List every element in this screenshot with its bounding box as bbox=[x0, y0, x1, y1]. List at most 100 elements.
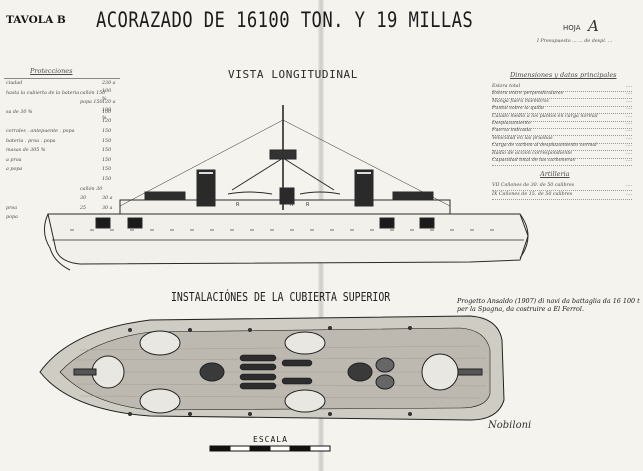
dimensiones-row: Carga de carbon al desplazamiento normal… bbox=[492, 142, 632, 152]
artilleria-cell: VII Cañones de 30. de 50 calibres bbox=[492, 183, 575, 188]
vista-longitudinal-title: VISTA LONGITUDINAL bbox=[228, 68, 359, 81]
plan-caption: Progetto Ansaldo (1907) di navi da batta… bbox=[457, 297, 640, 313]
bridge bbox=[279, 187, 295, 205]
escala-label: ESCALA bbox=[253, 435, 288, 444]
hull-outline bbox=[47, 213, 529, 265]
fore-funnel-plan bbox=[199, 362, 225, 382]
protecciones-cell: a popa bbox=[6, 167, 23, 173]
dimensiones-cell: .... bbox=[625, 98, 632, 104]
dimensiones-cell: .... bbox=[625, 128, 632, 134]
casemate bbox=[379, 217, 395, 229]
protecciones-row: bateria . proa . popa 150 bbox=[6, 138, 116, 146]
casemate bbox=[127, 217, 143, 229]
dimensiones-cell: .... bbox=[625, 121, 632, 126]
protecciones-cell: 120 bbox=[102, 119, 112, 125]
protecciones-row: sa de 30 % 100 bbox=[6, 109, 116, 117]
protecciones-row: 150 bbox=[6, 176, 116, 184]
protecciones-row: 120 bbox=[6, 118, 116, 126]
artilleria-row: VII Cañones de 30. de 50 calibres.... bbox=[492, 182, 632, 191]
dimensiones-cell: Fuerza indicada bbox=[492, 128, 532, 134]
top-right-note: I Presupuesto ... ... de despl. ... bbox=[537, 39, 613, 44]
aft-turret bbox=[392, 191, 434, 201]
scale-bar bbox=[209, 445, 331, 452]
dimensiones-cell: .... bbox=[625, 143, 632, 149]
casemate bbox=[95, 217, 111, 229]
deck-label: R bbox=[306, 202, 310, 208]
dimensiones-cell: Capacidad total de las carboneras bbox=[492, 158, 576, 163]
dimensiones-cell: .... bbox=[625, 150, 632, 156]
protecciones-cell: cañón 30 bbox=[80, 186, 103, 192]
dimensiones-row: Eslora entre perpendiculares.... bbox=[492, 90, 632, 100]
protecciones-cell: 100 bbox=[102, 109, 112, 115]
protecciones-cell: hasta la cubierta de la bateria bbox=[6, 90, 80, 96]
derrick bbox=[231, 157, 284, 191]
protecciones-cell: corrales . antepuente . popa bbox=[6, 129, 75, 134]
dimensiones-cell: .... bbox=[625, 91, 632, 97]
dimensiones-cell: Carga de carbon al desplazamiento normal bbox=[492, 143, 597, 149]
bow-ram bbox=[44, 213, 71, 271]
signature: Nobiloni bbox=[488, 420, 532, 431]
fighting-top bbox=[269, 149, 297, 160]
fore-funnel bbox=[196, 169, 216, 207]
boat bbox=[299, 191, 341, 195]
protecciones-cell: cañón 150 bbox=[80, 90, 106, 96]
protecciones-cell: ciudad bbox=[6, 81, 23, 86]
dimensiones-row: Velocidad en las pruebas.... bbox=[492, 135, 632, 144]
dimensiones-cell: Calado medio a los puntos en carga norma… bbox=[492, 113, 598, 119]
dimensiones-cell: Eslora total bbox=[492, 84, 521, 89]
plan-title: ACORAZADO DE 16100 TON. Y 19 MILLAS bbox=[96, 8, 474, 32]
dimensiones-row: Fuerza indicada.... bbox=[492, 127, 632, 137]
dimensiones-cell: Manga fuera miembros bbox=[492, 98, 549, 104]
deck-label: R bbox=[290, 202, 294, 208]
table-rule bbox=[4, 78, 120, 79]
protecciones-cell: popa bbox=[6, 215, 18, 221]
aft-funnel-plan bbox=[347, 362, 373, 382]
cubierta-superior-title: INSTALACIÓNES DE LA CUBIERTA SUPERIOR bbox=[171, 290, 391, 304]
artilleria-cell: .... bbox=[625, 183, 632, 188]
protecciones-cell: 30 bbox=[80, 196, 87, 202]
wing-turret bbox=[284, 331, 326, 355]
aft-turret-plan bbox=[421, 353, 459, 391]
dimensiones-cell: .... bbox=[625, 135, 632, 141]
dimensiones-row: Desplazamiento.... bbox=[492, 120, 632, 129]
protecciones-cell: sa de 30 % bbox=[6, 109, 33, 115]
protecciones-cell: 120 a 100 % bbox=[102, 100, 116, 122]
protecciones-cell: proa bbox=[6, 205, 18, 211]
protecciones-cell: 150 bbox=[102, 138, 112, 144]
protecciones-cell: bateria . proa . popa bbox=[6, 138, 56, 144]
dimensiones-cell: .... bbox=[625, 113, 632, 119]
stay bbox=[282, 119, 451, 207]
artilleria-heading: Artilleria bbox=[540, 170, 570, 178]
protecciones-cell: popa 150 bbox=[80, 100, 103, 106]
protecciones-cell: 150 bbox=[102, 148, 112, 154]
protecciones-cell: masas de 305 % bbox=[6, 148, 46, 154]
protecciones-cell: a proa bbox=[6, 157, 22, 163]
dimensiones-row: Radio de accion correspondiente.... bbox=[492, 150, 632, 159]
dimensiones-cell: Eslora entre perpendiculares bbox=[492, 91, 564, 97]
stay bbox=[119, 119, 284, 207]
artilleria-cell: IX Cañones de 15. de 50 calibres bbox=[492, 192, 573, 197]
protecciones-cell: 25 bbox=[80, 205, 87, 211]
tavola-label: TAVOLA B bbox=[6, 14, 66, 26]
wing-turret bbox=[139, 388, 181, 414]
hoja-letter: A bbox=[588, 17, 599, 35]
dimensiones-row: Eslora total.... bbox=[492, 83, 632, 92]
aft-funnel bbox=[354, 169, 374, 207]
stern-line bbox=[519, 213, 529, 259]
protecciones-heading: Protecciones bbox=[30, 67, 73, 75]
protecciones-row: cañón 30 bbox=[6, 186, 116, 194]
dimensiones-cell: .... bbox=[625, 106, 632, 112]
dimensiones-row: Manga fuera miembros.... bbox=[492, 98, 632, 107]
boat bbox=[227, 191, 273, 195]
wing-turret bbox=[139, 330, 181, 356]
dimensiones-cell: Radio de accion correspondiente bbox=[492, 150, 573, 156]
dimensiones-row: Calado medio a los puntos en carga norma… bbox=[492, 113, 632, 122]
casemate bbox=[419, 217, 435, 229]
protecciones-cell: 30 a bbox=[102, 196, 113, 202]
